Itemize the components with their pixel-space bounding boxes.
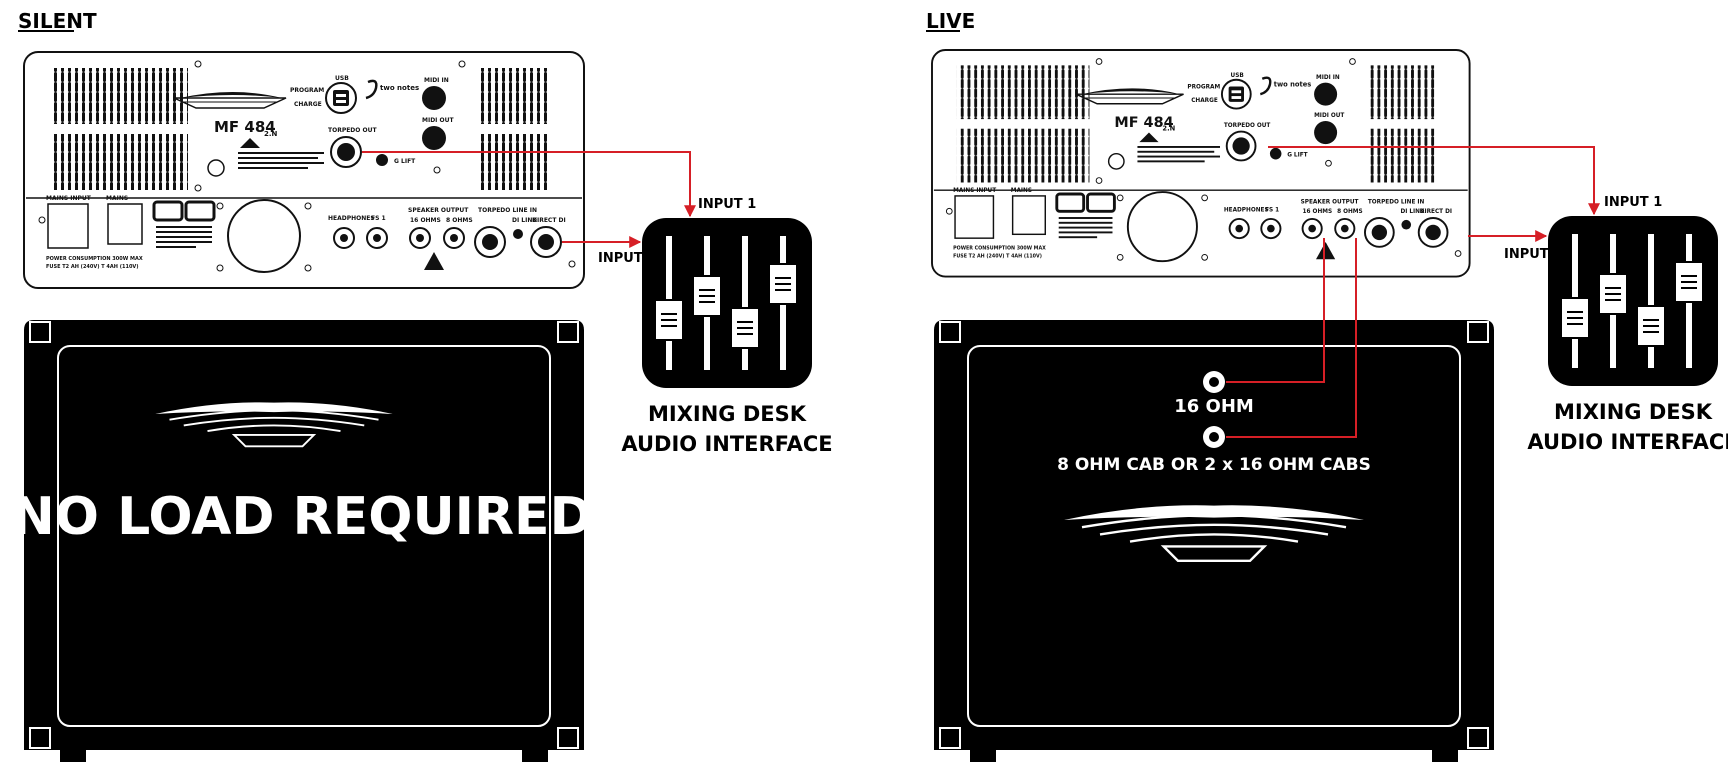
brand-label: two notes [1274, 80, 1312, 88]
mains-input-label: MAINS INPUT [46, 195, 92, 202]
mains-label: MAINS [1011, 188, 1032, 194]
fuse-label: FUSE T2 AH (240V) T 4AH (110V) [953, 253, 1042, 259]
cab-jack-16ohm-label: 16 OHM [1174, 396, 1254, 417]
section-title-live: LIVE [926, 9, 975, 33]
fs1-label: FS 1 [371, 215, 386, 222]
mixer-label-line1: MIXING DESK [1554, 400, 1713, 424]
mains-input-label: MAINS INPUT [953, 188, 996, 194]
input1-label: INPUT 1 [698, 197, 756, 212]
midi-out-label: MIDI OUT [422, 117, 454, 124]
program-label: PROGRAM [1187, 84, 1220, 90]
input1-label: INPUT 1 [1604, 195, 1662, 210]
input2-label: INPUT 2 [598, 251, 656, 266]
brand-label: two notes [380, 84, 419, 92]
headphones-label: HEADPHONES [328, 215, 375, 222]
di-link-label: DI LINK [512, 217, 537, 224]
mixer-label-line2: AUDIO INTERFACE [1527, 430, 1728, 454]
torpedo-line-in-label: TORPEDO LINE IN [1368, 200, 1425, 206]
fs1-label: FS 1 [1265, 207, 1279, 213]
mixing-desk-icon [641, 217, 813, 389]
direct-di-label: DIRECT DI [1420, 209, 1452, 215]
mixing-desk-icon [1547, 215, 1719, 387]
usb-label: USB [335, 75, 349, 82]
ohms8-label: 8 OHMS [446, 217, 473, 224]
charge-label: CHARGE [294, 101, 322, 108]
mains-label: MAINS [106, 195, 128, 202]
charge-label: CHARGE [1191, 98, 1218, 104]
live-panel: LIVE MF 484 2.N [926, 9, 1728, 763]
section-title-silent: SILENT [18, 9, 97, 33]
amp-model-label: MF 484 [1114, 115, 1173, 131]
torpedo-line-in-label: TORPEDO LINE IN [478, 207, 537, 214]
speaker-output-label: SPEAKER OUTPUT [408, 207, 469, 214]
cab-jack-8ohm-label: 8 OHM CAB OR 2 x 16 OHM CABS [1057, 455, 1371, 475]
g-lift-label: G LIFT [394, 158, 416, 165]
torpedo-out-label: TORPEDO OUT [1224, 123, 1271, 129]
midi-out-label: MIDI OUT [1314, 113, 1344, 119]
amp-model-sub: 2.N [1162, 125, 1175, 133]
input2-label: INPUT 2 [1504, 247, 1562, 262]
midi-in-label: MIDI IN [424, 77, 449, 84]
torpedo-out-label: TORPEDO OUT [328, 127, 377, 134]
ohms16-label: 16 OHMS [410, 217, 441, 224]
silent-panel: SILENT MF 484 2.N [11, 9, 833, 763]
usb-label: USB [1231, 73, 1244, 79]
amp-head-rear-panel: MF 484 2.N USB PROGRAM CHARGE two notes [23, 51, 585, 289]
power-label: POWER CONSUMPTION 300W MAX [953, 246, 1046, 252]
program-label: PROGRAM [290, 87, 324, 94]
amp-model-label: MF 484 [214, 118, 276, 136]
wire-16ohm-speaker [1226, 238, 1325, 383]
wire-torpedo-to-input1 [362, 151, 696, 218]
speaker-output-label: SPEAKER OUTPUT [1301, 200, 1359, 206]
amp-head-rear-panel: MF 484 2.N USB PROGRAM CHARGE two notes [931, 49, 1471, 278]
headphones-label: HEADPHONES [1224, 207, 1269, 213]
mixer-label-line2: AUDIO INTERFACE [621, 432, 832, 456]
g-lift-label: G LIFT [1287, 153, 1307, 159]
no-load-text: NO LOAD REQUIRED [11, 487, 593, 547]
di-link-label: DI LINK [1400, 209, 1425, 215]
power-label: POWER CONSUMPTION 300W MAX [46, 256, 143, 262]
mixer-label-line1: MIXING DESK [648, 402, 807, 426]
wire-8ohm-speaker [1226, 238, 1357, 438]
ohms16-label: 16 OHMS [1303, 209, 1333, 215]
amp-model-sub: 2.N [264, 130, 278, 138]
direct-di-label: DIRECT DI [532, 217, 566, 224]
ohms8-label: 8 OHMS [1337, 209, 1363, 215]
wire-torpedo-to-input1 [1268, 146, 1600, 216]
fuse-label: FUSE T2 AH (240V) T 4AH (110V) [46, 264, 139, 270]
midi-in-label: MIDI IN [1316, 75, 1340, 81]
